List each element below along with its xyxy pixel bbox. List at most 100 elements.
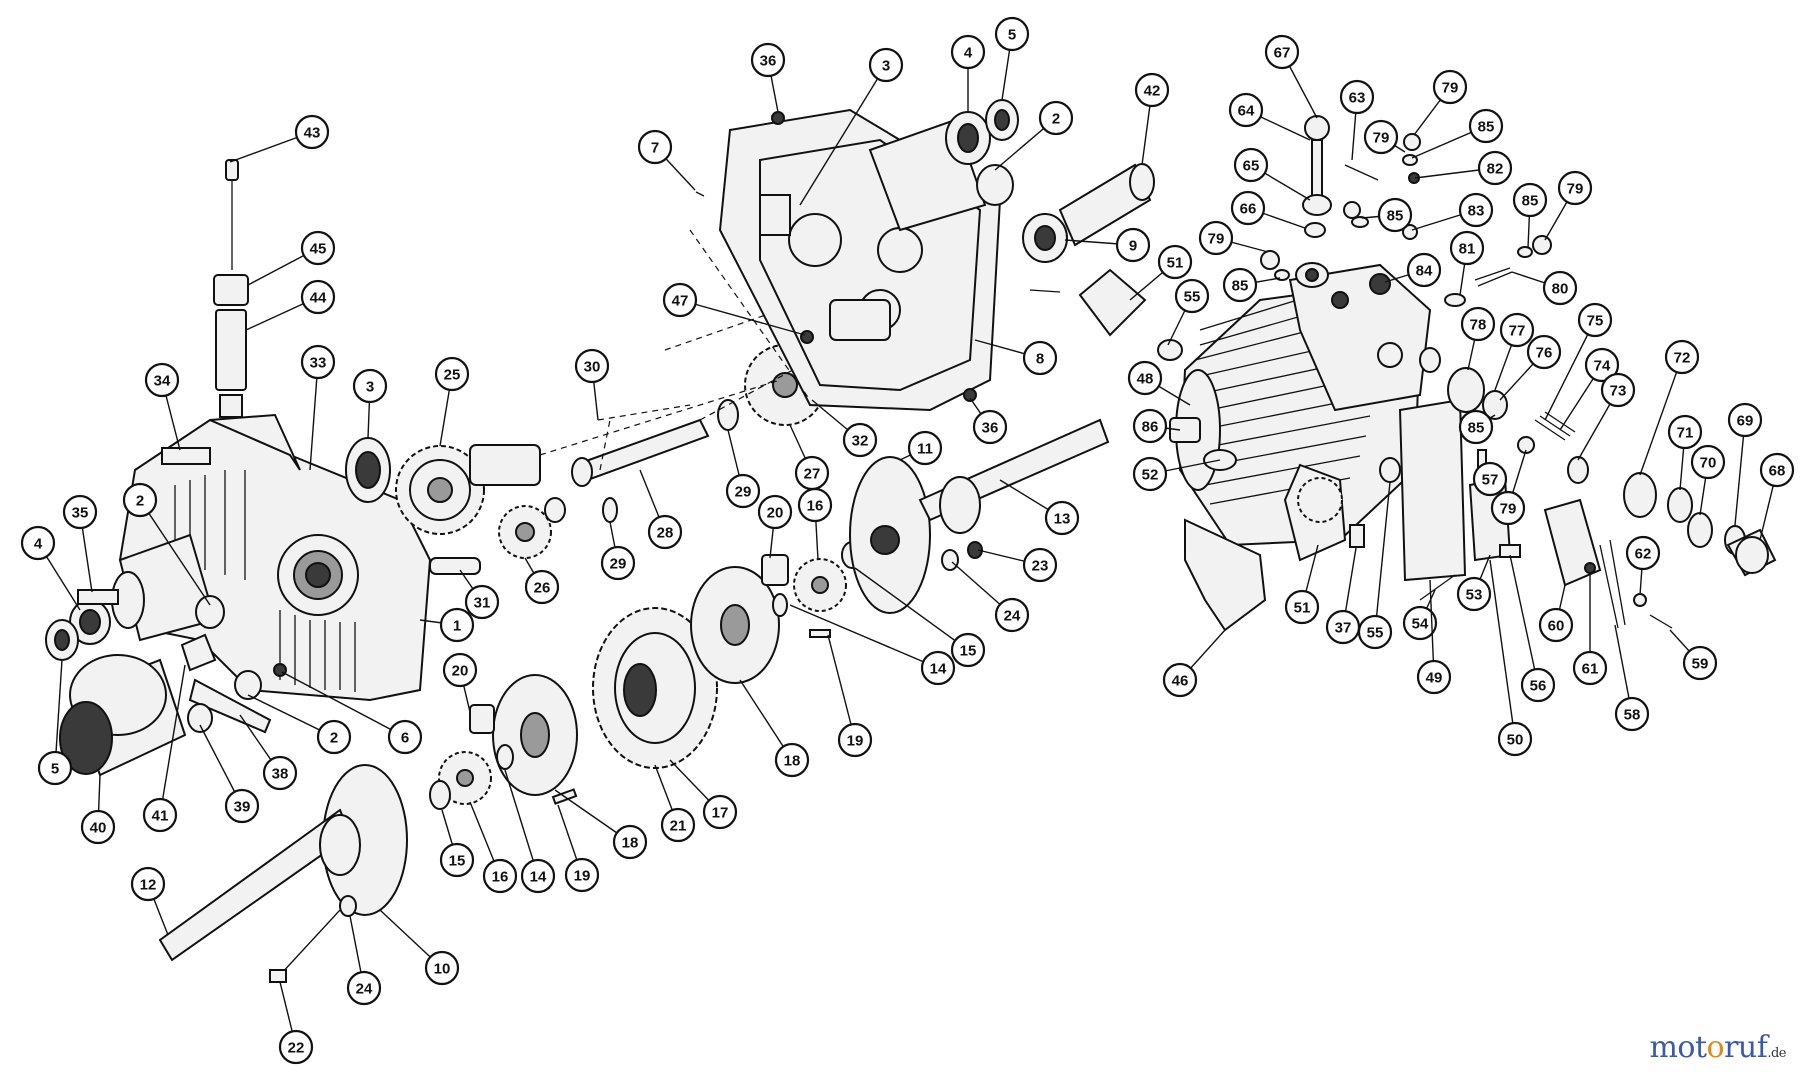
callout-number: 85 (1232, 278, 1249, 295)
callout-number: 69 (1737, 413, 1754, 430)
callout-number: 2 (330, 730, 338, 747)
callout-circle (1557, 170, 1593, 206)
callout-circle (1538, 607, 1574, 643)
callout-38: 38 (239, 714, 298, 791)
callout-circle (20, 525, 56, 561)
callout-number: 14 (530, 869, 547, 886)
callout-18: 18 (739, 679, 810, 778)
callout-72: 72 (1639, 339, 1700, 476)
callout-number: 80 (1552, 281, 1569, 298)
callout-84: 84 (1384, 252, 1442, 288)
callout-67: 67 (1264, 34, 1318, 119)
leader-line (1489, 559, 1516, 740)
callout-73: 73 (1577, 372, 1636, 461)
callout-64: 64 (1228, 92, 1311, 141)
leader-line (1509, 554, 1539, 686)
callout-82: 82 (1414, 150, 1513, 186)
callout-42: 42 (1134, 72, 1170, 166)
watermark-part-2: o (1706, 1030, 1725, 1065)
callout-26: 26 (524, 557, 560, 605)
callout-circle (316, 719, 352, 755)
callout-circle (574, 348, 610, 384)
callout-number: 24 (1004, 608, 1021, 625)
callout-circle (660, 807, 696, 843)
callout-59: 59 (1669, 629, 1718, 681)
callout-circle (1600, 372, 1636, 408)
callout-number: 55 (1367, 625, 1384, 642)
callout-circle (224, 788, 260, 824)
callout-circle (1406, 252, 1442, 288)
leader-line (159, 664, 186, 816)
callout-circle (122, 482, 158, 518)
callout-15: 15 (854, 567, 986, 668)
callout-19: 19 (827, 634, 873, 758)
callout-6: 6 (281, 671, 423, 755)
callout-85: 85 (1411, 108, 1504, 159)
callout-27: 27 (789, 424, 830, 491)
callout-number: 9 (1129, 238, 1137, 255)
callout-number: 65 (1243, 158, 1260, 175)
callout-23: 23 (977, 547, 1058, 583)
callout-circle (1230, 190, 1266, 226)
callout-number: 74 (1594, 358, 1611, 375)
callout-number: 44 (310, 290, 327, 307)
callout-number: 25 (444, 367, 461, 384)
callout-number: 73 (1610, 383, 1627, 400)
callout-40: 40 (80, 774, 116, 845)
callout-circle (1022, 547, 1058, 583)
callout-circle (797, 487, 833, 523)
left-gear-train (158, 309, 1110, 983)
callout-number: 46 (1172, 673, 1189, 690)
callout-circle (144, 362, 180, 398)
watermark-part-3: ruf (1724, 1030, 1768, 1065)
callout-circle (1432, 69, 1468, 105)
callout-79: 79 (1490, 449, 1527, 526)
callout-79: 79 (1544, 170, 1593, 241)
callout-71: 71 (1667, 414, 1703, 491)
callout-15: 15 (439, 809, 475, 878)
callout-77: 77 (1494, 312, 1535, 391)
callout-44: 44 (245, 279, 336, 331)
callout-number: 40 (90, 820, 107, 837)
callout-circle (647, 514, 683, 550)
callout-2: 2 (122, 482, 211, 606)
callout-number: 13 (1054, 511, 1071, 528)
callout-51: 51 (1129, 244, 1193, 301)
callout-number: 15 (449, 853, 466, 870)
callout-circle (1690, 444, 1726, 480)
callout-number: 56 (1530, 678, 1547, 695)
callout-56: 56 (1509, 554, 1556, 703)
callout-number: 82 (1487, 161, 1504, 178)
callout-circle (130, 866, 166, 902)
callout-5: 5 (37, 659, 73, 786)
callout-number: 85 (1478, 119, 1495, 136)
callout-circle (520, 858, 556, 894)
callout-74: 74 (1559, 347, 1620, 431)
callout-number: 37 (1335, 620, 1352, 637)
callout-50: 50 (1489, 559, 1533, 757)
callout-number: 72 (1674, 350, 1691, 367)
callout-number: 53 (1466, 587, 1483, 604)
callout-33: 33 (300, 344, 336, 471)
callout-22: 22 (278, 981, 314, 1065)
callout-79: 79 (1198, 220, 1269, 256)
callout-number: 5 (1008, 27, 1016, 44)
callout-circle (837, 722, 873, 758)
callout-circle (1022, 340, 1058, 376)
callout-69: 69 (1727, 402, 1763, 526)
callout-number: 20 (767, 505, 784, 522)
callout-number: 16 (807, 498, 824, 515)
callout-circle (1727, 402, 1763, 438)
callout-circle (950, 34, 986, 70)
callout-number: 20 (452, 663, 469, 680)
callout-number: 29 (610, 556, 627, 573)
callout-number: 18 (622, 835, 639, 852)
callout-16: 16 (797, 487, 833, 561)
callout-24: 24 (346, 915, 382, 1006)
callout-number: 16 (492, 869, 509, 886)
callout-86: 86 (1132, 408, 1181, 444)
callout-number: 63 (1349, 90, 1366, 107)
callout-number: 15 (960, 643, 977, 660)
callout-number: 2 (1052, 111, 1060, 128)
callout-number: 83 (1468, 203, 1485, 220)
